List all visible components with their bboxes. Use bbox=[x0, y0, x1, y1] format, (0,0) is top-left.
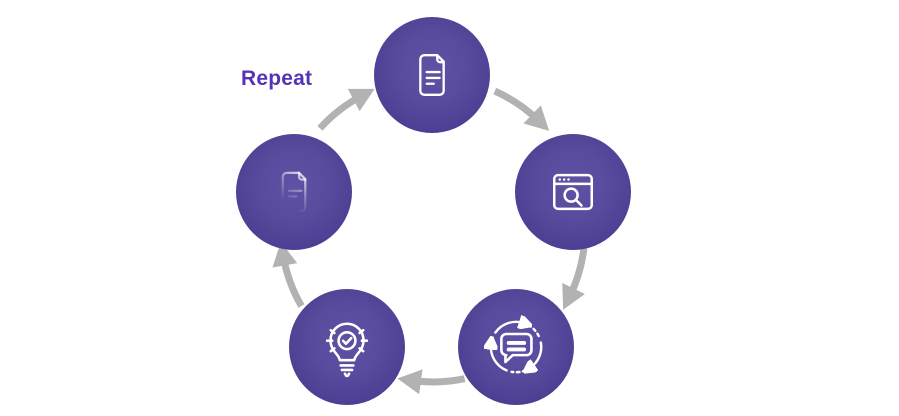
arrow-top-to-right-icon bbox=[493, 87, 550, 131]
arrow-right-to-bottomright-icon bbox=[562, 245, 588, 310]
document-icon bbox=[419, 54, 445, 97]
browser-search-icon bbox=[553, 173, 593, 211]
document-faded-icon bbox=[281, 171, 307, 213]
repeat-label: Repeat bbox=[241, 67, 313, 90]
lightbulb-check-icon bbox=[325, 322, 369, 378]
chat-refresh-icon bbox=[477, 308, 543, 386]
step-node-document bbox=[374, 17, 490, 133]
step-node-feedback bbox=[458, 289, 574, 405]
arrow-bottomright-to-bottomleft-icon bbox=[397, 369, 466, 395]
step-node-research bbox=[515, 134, 631, 250]
arrow-left-to-top-icon bbox=[317, 88, 375, 131]
arrow-bottomleft-to-left-icon bbox=[272, 241, 305, 308]
step-node-draft bbox=[236, 134, 352, 250]
step-node-idea bbox=[289, 289, 405, 405]
